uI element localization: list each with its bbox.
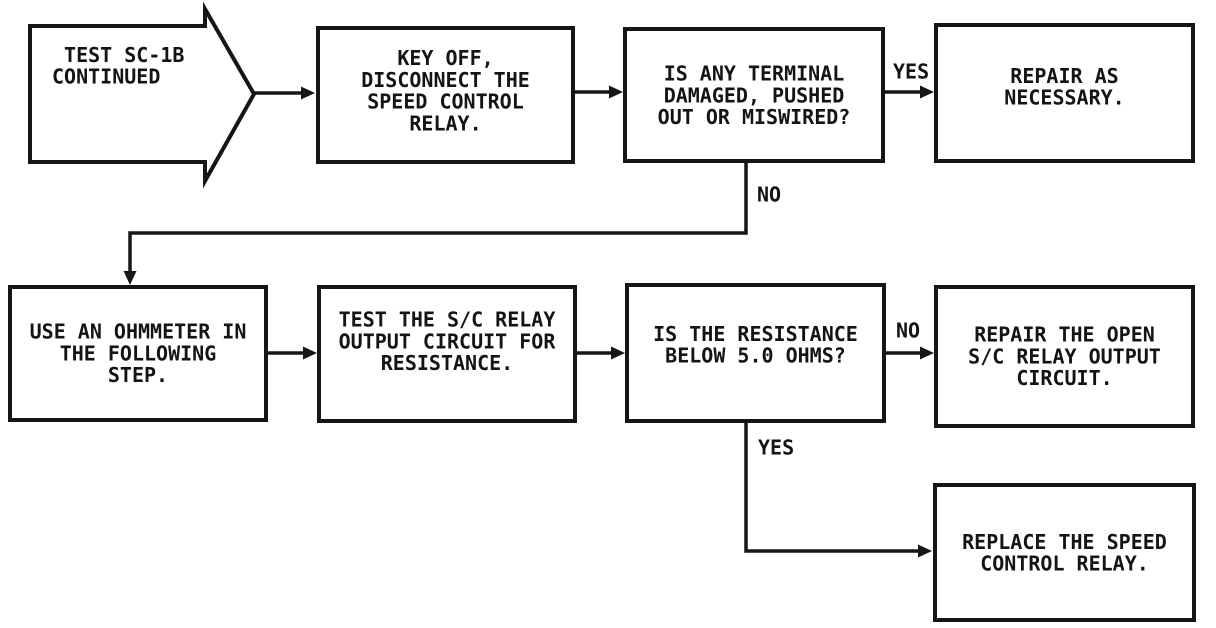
node-start-label: TEST SC-1B CONTINUED <box>52 42 185 89</box>
node-resistance-check-label: IS THE RESISTANCE BELOW 5.0 OHMS? <box>653 321 858 368</box>
edge-terminalcheck-no-ohmmeter <box>128 163 748 272</box>
node-terminal-check-label: IS ANY TERMINAL DAMAGED, PUSHED OUT OR M… <box>657 60 851 129</box>
arrowhead-keyoff-terminalcheck <box>609 85 623 99</box>
edge-label-resistance-yes: YES <box>758 434 795 460</box>
edge-label-terminal-yes: YES <box>893 58 930 84</box>
node-test-output-circuit-label: TEST THE S/C RELAY OUTPUT CIRCUIT FOR RE… <box>338 306 556 375</box>
node-key-off-label: KEY OFF, DISCONNECT THE SPEED CONTROL RE… <box>361 45 530 136</box>
arrowhead-resistancecheck-yes-replace <box>918 544 932 558</box>
arrowhead-testcircuit-resistancecheck <box>611 346 625 360</box>
edge-resistancecheck-yes-replace <box>744 423 919 553</box>
node-replace-relay: REPLACE THE SPEED CONTROL RELAY. <box>933 483 1196 622</box>
node-repair-open-circuit: REPAIR THE OPEN S/C RELAY OUTPUT CIRCUIT… <box>934 285 1195 428</box>
node-test-output-circuit: TEST THE S/C RELAY OUTPUT CIRCUIT FOR RE… <box>317 285 577 423</box>
node-use-ohmmeter: USE AN OHMMETER IN THE FOLLOWING STEP. <box>8 285 268 422</box>
node-use-ohmmeter-label: USE AN OHMMETER IN THE FOLLOWING STEP. <box>29 318 247 388</box>
node-key-off: KEY OFF, DISCONNECT THE SPEED CONTROL RE… <box>316 26 575 164</box>
node-repair-as-necessary: REPAIR AS NECESSARY. <box>934 23 1195 163</box>
arrowhead-ohmmeter-testcircuit <box>303 346 317 360</box>
node-resistance-check: IS THE RESISTANCE BELOW 5.0 OHMS? <box>625 283 886 423</box>
start-offpage-arrow-shape <box>28 1 257 189</box>
arrowhead-start-keyoff <box>301 86 315 100</box>
arrowhead-terminalcheck-yes-repair <box>920 85 934 99</box>
node-repair-as-necessary-label: REPAIR AS NECESSARY. <box>1004 63 1125 110</box>
arrowhead-resistancecheck-no-repairopen <box>920 346 934 360</box>
edge-label-terminal-no: NO <box>757 181 782 207</box>
edge-label-resistance-no: NO <box>896 317 921 343</box>
arrowhead-terminalcheck-no-ohmmeter <box>123 271 137 285</box>
node-replace-relay-label: REPLACE THE SPEED CONTROL RELAY. <box>962 528 1167 576</box>
node-repair-open-circuit-label: REPAIR THE OPEN S/C RELAY OUTPUT CIRCUIT… <box>968 321 1161 391</box>
node-terminal-check: IS ANY TERMINAL DAMAGED, PUSHED OUT OR M… <box>623 27 885 163</box>
